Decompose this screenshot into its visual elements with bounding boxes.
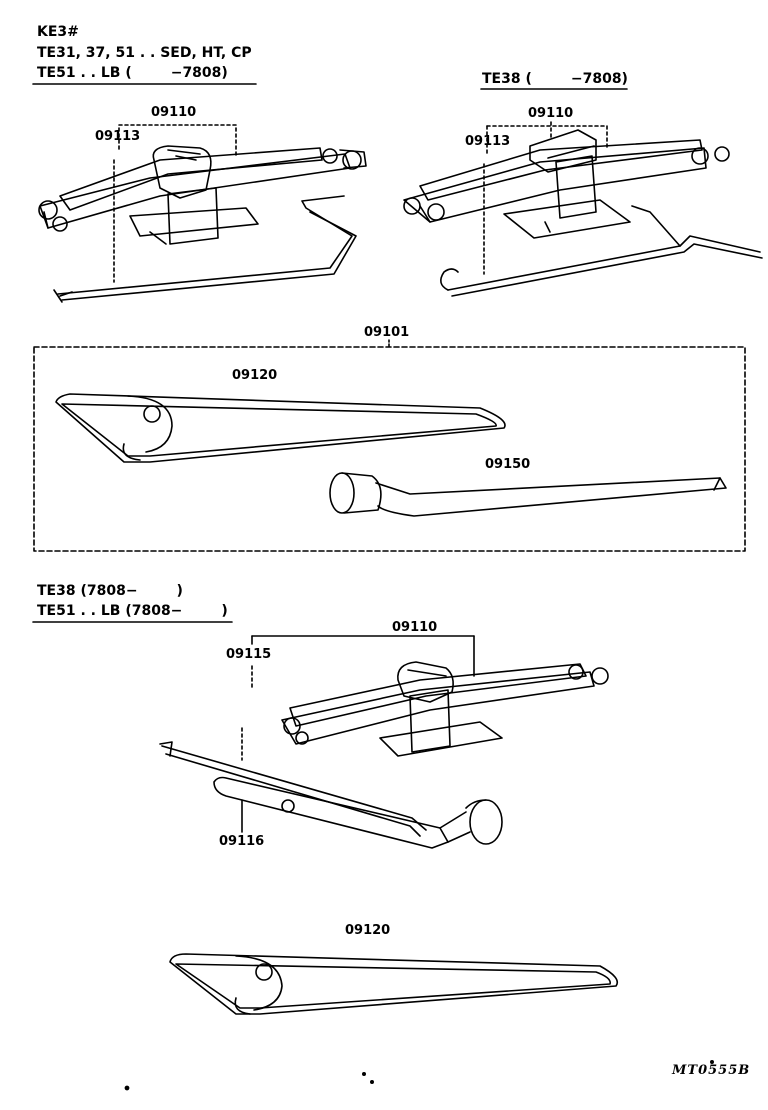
section-c-line-2: TE51 . . LB (7808− ) xyxy=(37,603,228,619)
part-label-kit: 09101 xyxy=(364,325,410,340)
part-label-c-jack: 09110 xyxy=(392,620,438,635)
illustration-code: MT0555B xyxy=(672,1063,751,1078)
part-label-c-wrench: 09116 xyxy=(219,834,265,849)
part-label-bag-bottom: 09120 xyxy=(345,923,391,938)
part-label-c-handle: 09115 xyxy=(226,647,272,662)
wrench-top-illustration xyxy=(330,473,726,516)
section-a-line-3: TE51 . . LB ( −7808) xyxy=(37,65,228,81)
part-label-b-jack: 09110 xyxy=(528,106,574,121)
bag-bottom-illustration xyxy=(170,954,617,1014)
part-label-a-jack: 09110 xyxy=(151,105,197,120)
section-b-heading: TE38 ( −7808) xyxy=(482,71,628,87)
part-label-bag-top: 09120 xyxy=(232,368,278,383)
section-a-line-2: TE31, 37, 51 . . SED, HT, CP xyxy=(37,45,252,61)
jack-c-illustration xyxy=(160,636,608,848)
bag-top-illustration xyxy=(56,394,505,462)
jack-a-illustration xyxy=(39,125,366,302)
section-c-line-1: TE38 (7808− ) xyxy=(37,583,183,599)
part-label-wrench: 09150 xyxy=(485,457,531,472)
part-label-b-handle: 09113 xyxy=(465,134,511,149)
section-a-line-1: KE3# xyxy=(37,24,79,40)
part-label-a-handle: 09113 xyxy=(95,129,141,144)
kit-box xyxy=(34,347,745,551)
jack-b-illustration xyxy=(404,122,762,296)
